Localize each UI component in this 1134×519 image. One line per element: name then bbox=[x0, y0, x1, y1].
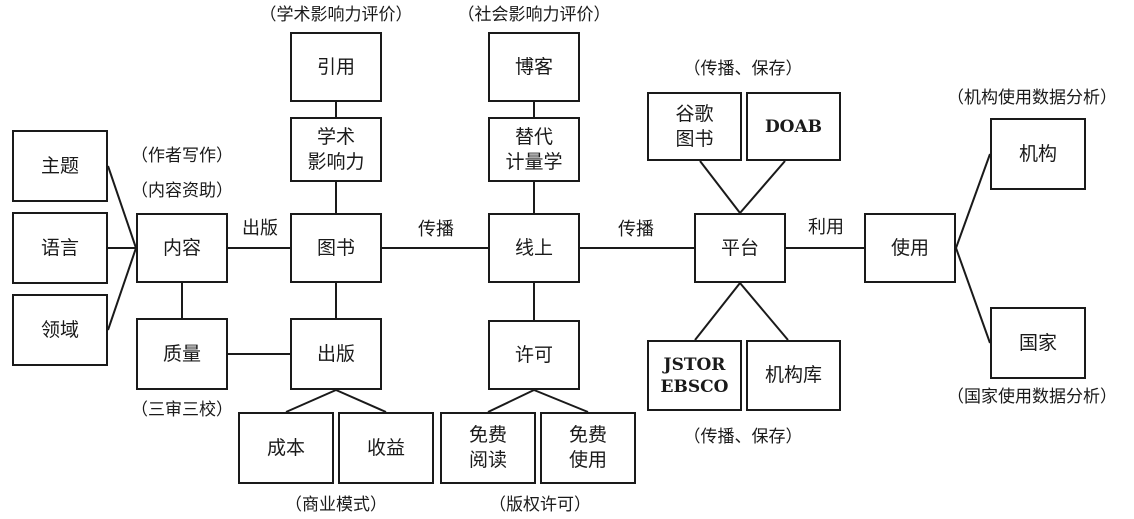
edge-lingyu-neirong bbox=[107, 247, 137, 331]
label-chuanbo-2: 传播 bbox=[618, 219, 654, 240]
label-shangye-moshi: （商业模式） bbox=[285, 495, 387, 515]
node-guge-tushu: 谷歌 图书 bbox=[647, 92, 742, 161]
edge-xuke-mianfei-yuedu bbox=[487, 389, 535, 413]
node-zhuti: 主题 bbox=[12, 130, 108, 202]
node-xianshang: 线上 bbox=[488, 213, 580, 283]
node-yuyan: 语言 bbox=[12, 212, 108, 284]
label-chuanbo-baocun-top: （传播、保存） bbox=[683, 59, 803, 79]
edge-shiyong-jigou bbox=[955, 153, 991, 249]
edge-pingtai-doab bbox=[739, 160, 786, 214]
label-liyong: 利用 bbox=[808, 217, 844, 238]
edge-shiyong-guojia bbox=[955, 247, 991, 344]
node-jigouku: 机构库 bbox=[746, 340, 841, 411]
node-neirong: 内容 bbox=[136, 213, 228, 283]
node-yinyong: 引用 bbox=[290, 32, 382, 102]
node-chengben: 成本 bbox=[238, 412, 334, 484]
node-xuke: 许可 bbox=[488, 320, 580, 390]
node-xueshu-yingxiangli: 学术 影响力 bbox=[290, 117, 382, 182]
node-mianfei-yuedu: 免费 阅读 bbox=[440, 412, 536, 484]
node-chuban: 出版 bbox=[290, 318, 382, 390]
edge-chuban-shouyi bbox=[335, 389, 387, 413]
label-guojia-fenxi: （国家使用数据分析） bbox=[947, 387, 1117, 407]
label-neirong-zizhu: （内容资助） bbox=[131, 181, 233, 201]
node-shouyi: 收益 bbox=[338, 412, 434, 484]
edge-zhuti-neirong bbox=[107, 165, 137, 249]
edge-pingtai-jigouku bbox=[739, 282, 789, 341]
node-shiyong: 使用 bbox=[864, 213, 956, 283]
edge-xuke-mianfei-shiyong bbox=[533, 389, 589, 413]
node-jstor-ebsco: JSTOR EBSCO bbox=[647, 340, 742, 411]
node-jigou: 机构 bbox=[990, 118, 1086, 190]
label-xueshu-pingjia: （学术影响力评价） bbox=[259, 5, 413, 25]
label-sanshen-sanjiao: （三审三校） bbox=[131, 400, 233, 420]
label-chuanbo-1: 传播 bbox=[418, 219, 454, 240]
node-tushu: 图书 bbox=[290, 213, 382, 283]
node-mianfei-shiyong: 免费 使用 bbox=[540, 412, 636, 484]
node-lingyu: 领域 bbox=[12, 294, 108, 366]
node-doab: DOAB bbox=[746, 92, 841, 161]
label-chuanbo-baocun-bottom: （传播、保存） bbox=[683, 427, 803, 447]
label-banquan-xuke: （版权许可） bbox=[489, 495, 591, 515]
node-guojia: 国家 bbox=[990, 307, 1086, 379]
label-chuban-edge: 出版 bbox=[242, 218, 278, 239]
node-zhiliang: 质量 bbox=[136, 318, 228, 390]
label-jigou-fenxi: （机构使用数据分析） bbox=[947, 88, 1117, 108]
edge-pingtai-jstor bbox=[694, 282, 741, 341]
edge-chuban-chengben bbox=[285, 389, 337, 413]
node-pingtai: 平台 bbox=[694, 213, 786, 283]
node-boke: 博客 bbox=[488, 32, 580, 102]
node-tidai-jiliangxue: 替代 计量学 bbox=[488, 117, 580, 182]
edge-pingtai-guge bbox=[699, 160, 741, 214]
label-shehui-pingjia: （社会影响力评价） bbox=[457, 5, 611, 25]
label-zuozhe-xiezuo: （作者写作） bbox=[131, 146, 233, 166]
